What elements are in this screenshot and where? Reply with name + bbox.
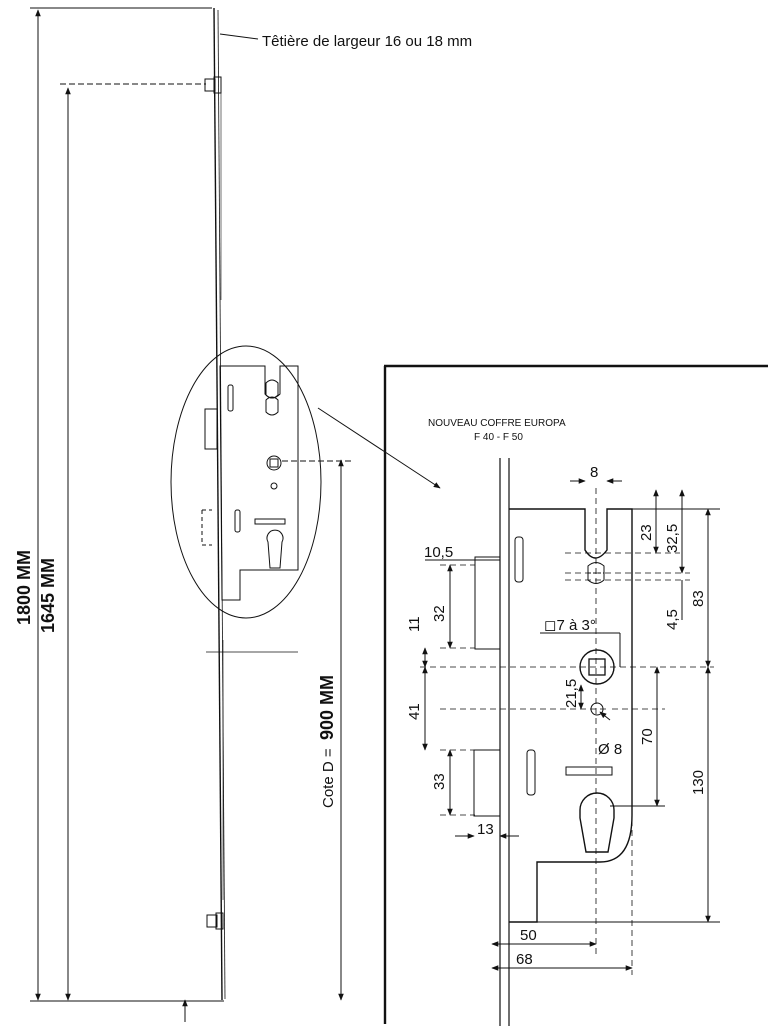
top-hook-point [204, 76, 222, 94]
cote-d-label: Cote D = 900 MM [317, 675, 337, 808]
central-lock-case [201, 365, 299, 601]
detail-title: NOUVEAU COFFRE EUROPA [428, 418, 566, 429]
faceplate-leader [219, 33, 259, 40]
bottom-hook-point [206, 912, 224, 930]
dim-32: 32 [431, 605, 448, 622]
detail-subtitle: F 40 - F 50 [474, 432, 523, 443]
cylinder-cutout [579, 792, 615, 853]
dim-square-value: 7 à 3° [556, 617, 595, 634]
dim-70: 70 [639, 728, 656, 745]
dim-21-5: 21,5 [563, 679, 580, 708]
faceplate-line [213, 7, 223, 1001]
cote-d-value: 900 MM [317, 675, 337, 740]
detail-leader-arrow [317, 407, 441, 489]
dim-83: 83 [690, 590, 707, 607]
dead-bolt [473, 749, 501, 817]
dim-10-5: 10,5 [424, 544, 453, 561]
latch-bolt [474, 556, 501, 650]
dim-11: 11 [406, 616, 423, 632]
detail-case-body [509, 508, 633, 923]
dim-13: 13 [477, 821, 494, 838]
dim-23: 23 [638, 524, 655, 541]
locking-height-label: 1645 MM [38, 558, 58, 633]
dim-4-5: 4,5 [664, 609, 681, 630]
overall-height-label: 1800 MM [14, 550, 34, 625]
dim-68: 68 [516, 951, 533, 968]
dim-41: 41 [406, 703, 423, 720]
detail-panel [383, 364, 768, 1026]
dim-32-5: 32,5 [664, 524, 681, 553]
dim-8: 8 [590, 464, 598, 481]
dim-dia-8: Ø 8 [598, 741, 622, 758]
cote-d-prefix: Cote D = [320, 748, 337, 808]
dim-130: 130 [690, 770, 707, 795]
detail-highlight-ellipse [170, 345, 322, 619]
dim-square: ◻7 à 3° [544, 617, 596, 634]
full-lock-view [30, 7, 441, 1022]
dim-33: 33 [431, 773, 448, 790]
faceplate-label: Têtière de largeur 16 ou 18 mm [262, 33, 472, 50]
dim-50: 50 [520, 927, 537, 944]
